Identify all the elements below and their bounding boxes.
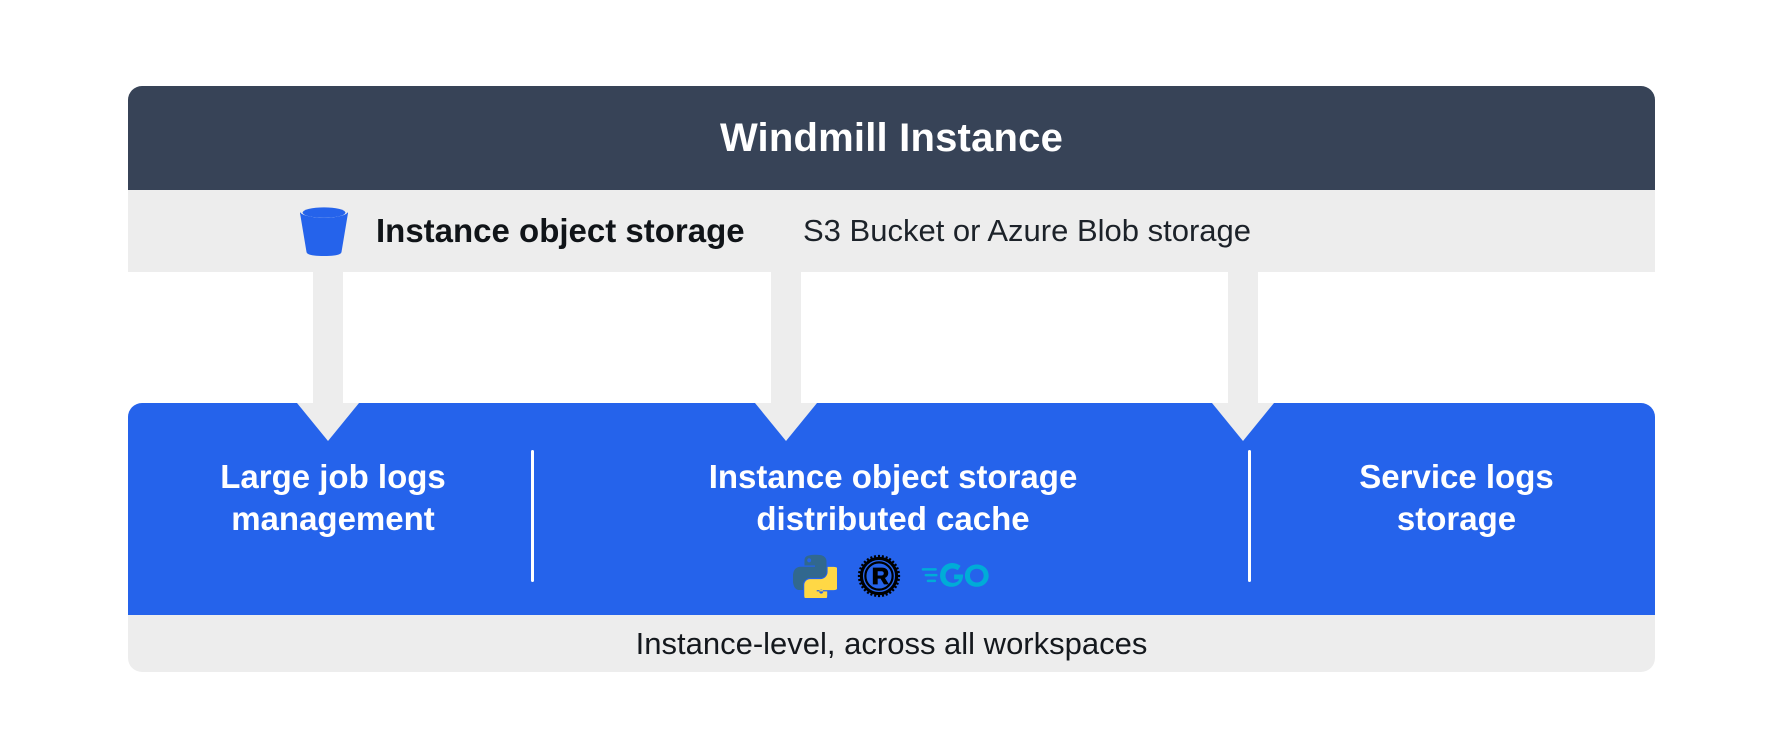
language-logos: [793, 554, 993, 599]
arrow-to-service-logs: [1228, 272, 1258, 403]
arrow-shaft: [313, 272, 343, 403]
column-distributed-cache: Instance object storage distributed cach…: [553, 403, 1233, 615]
column-title: Large job logs management: [220, 458, 446, 538]
capabilities-panel: Large job logs management Instance objec…: [128, 403, 1655, 615]
column-divider-1: [531, 450, 534, 582]
bucket-icon: [293, 200, 355, 262]
column-service-logs: Service logs storage: [1268, 403, 1645, 615]
arrow-to-large-job-logs: [313, 272, 343, 403]
storage-sublabel: S3 Bucket or Azure Blob storage: [803, 213, 1252, 248]
column-divider-2: [1248, 450, 1251, 582]
instance-object-storage-strip: Instance object storage S3 Bucket or Azu…: [128, 190, 1655, 272]
arrow-shaft: [1228, 272, 1258, 403]
footer-strip: Instance-level, across all workspaces: [128, 615, 1655, 672]
python-logo: [793, 554, 837, 599]
page-title: Windmill Instance: [719, 116, 1064, 160]
storage-label: Instance object storage: [376, 212, 745, 249]
go-logo: [921, 559, 993, 593]
windmill-instance-diagram: Windmill Instance Instance object storag…: [128, 86, 1655, 672]
rust-logo: [857, 554, 901, 598]
arrow-shaft: [771, 272, 801, 403]
connector-region: [128, 272, 1655, 403]
header-bar: Windmill Instance: [128, 86, 1655, 190]
arrowhead-large-job-logs: [297, 403, 359, 443]
footer-text: Instance-level, across all workspaces: [635, 625, 1148, 661]
column-title: Instance object storage distributed cach…: [708, 458, 1078, 538]
column-title: Service logs storage: [1359, 458, 1554, 538]
arrowhead-service-logs: [1212, 403, 1274, 443]
arrowhead-distributed-cache: [755, 403, 817, 443]
column-large-job-logs: Large job logs management: [138, 403, 528, 615]
arrow-to-distributed-cache: [771, 272, 801, 403]
